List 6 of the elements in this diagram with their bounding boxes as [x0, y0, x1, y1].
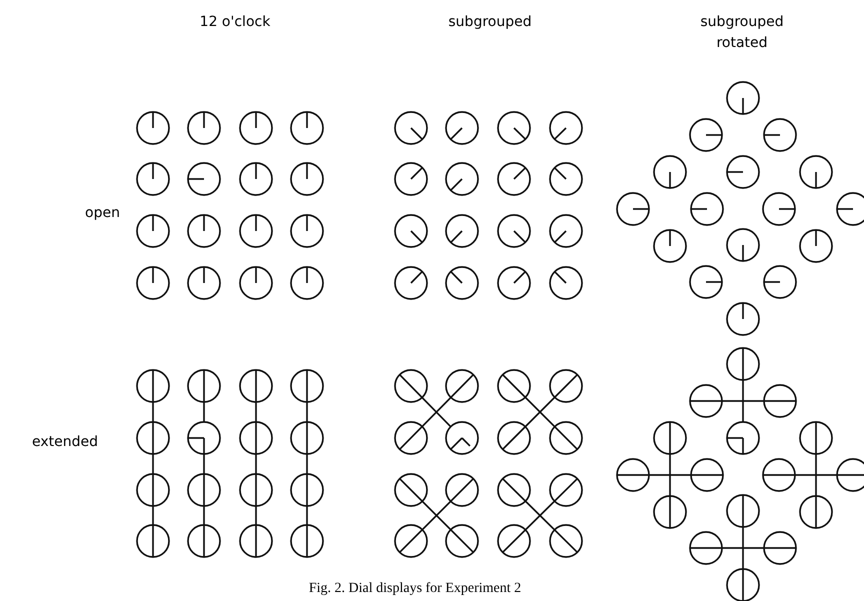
- panel-label: extended: [30, 433, 98, 452]
- panel-label: subgrouped rotated: [699, 13, 785, 53]
- figure-caption: Fig. 2. Dial displays for Experiment 2: [308, 580, 522, 598]
- panel-label: 12 o'clock: [198, 13, 272, 32]
- panel-label: open: [84, 204, 120, 223]
- panel-label: subgrouped: [447, 13, 533, 32]
